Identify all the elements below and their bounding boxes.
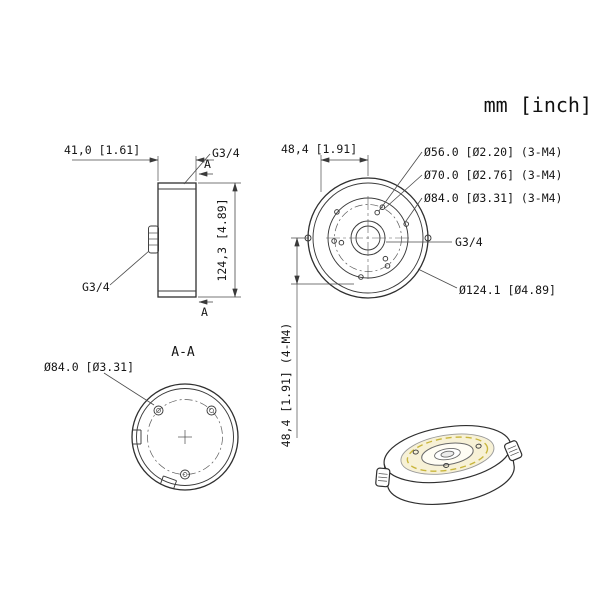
side-width-dimension: 41,0 [1.61]	[64, 143, 214, 181]
side-height-dimension: 124,3 [4.89]	[198, 182, 241, 298]
iso-center-hole	[440, 450, 455, 458]
section-outer-circle	[131, 383, 239, 491]
side-thread-side-label: G3/4	[82, 280, 110, 294]
front-left-dimension: 48,4 [1.91] (4-M4)	[279, 237, 354, 448]
section-view: A-A Ø84.0 [Ø3.3	[44, 345, 239, 491]
iso-highlight-dashed-circle	[406, 436, 489, 472]
section-cut-arrows: A A	[198, 157, 213, 319]
side-thread-top: G3/4	[183, 146, 240, 185]
section-bolt-circle	[147, 399, 223, 475]
section-m4-holes	[153, 405, 217, 480]
iso-plug-left	[375, 467, 391, 488]
section-bolt-circle-callout: Ø84.0 [Ø3.31]	[44, 360, 155, 406]
section-letter-bottom: A	[201, 305, 208, 319]
front-top-dim-text: 48,4 [1.91]	[281, 142, 357, 156]
section-center-mark	[178, 430, 192, 444]
section-bolt-circle-text: Ø84.0 [Ø3.31]	[44, 360, 134, 374]
rim-screw-right	[424, 234, 432, 242]
front-outer-diameter-callout: Ø124.1 [Ø4.89]	[417, 268, 556, 297]
side-view: 41,0 [1.61] A A G3/4 G3/4 124,3 [4.89]	[64, 143, 241, 319]
front-bolt-circle-callouts: Ø56.0 [Ø2.20] (3-M4) Ø70.0 [Ø2.76] (3-M4…	[378, 145, 562, 223]
front-left-dim-text: 48,4 [1.91] (4-M4)	[279, 323, 293, 448]
side-view-body	[157, 182, 197, 298]
bolt-circle-label-3: Ø84.0 [Ø3.31] (3-M4)	[424, 191, 562, 205]
front-thread-callout: G3/4	[386, 235, 483, 249]
side-height-dim-text: 124,3 [4.89]	[215, 198, 229, 281]
section-notch-left	[132, 429, 142, 445]
iso-plug-right	[504, 440, 523, 462]
isometric-view	[375, 425, 523, 505]
iso-plate-screws	[412, 443, 482, 468]
front-thread-label: G3/4	[455, 235, 483, 249]
front-outer-dia-text: Ø124.1 [Ø4.89]	[459, 283, 556, 297]
front-view: 48,4 [1.91] Ø56.0 [Ø2.20] (3-M4) Ø70.0 […	[279, 142, 562, 447]
bolt-circle-label-2: Ø70.0 [Ø2.76] (3-M4)	[424, 168, 562, 182]
section-notch-bottom	[160, 475, 177, 489]
section-letter-top: A	[204, 157, 211, 171]
bolt-circle-label-1: Ø56.0 [Ø2.20] (3-M4)	[424, 145, 562, 159]
front-top-dimension: 48,4 [1.91]	[281, 142, 369, 192]
section-title: A-A	[171, 345, 195, 360]
side-conduit-plug	[148, 225, 159, 254]
side-width-dim-text: 41,0 [1.61]	[64, 143, 140, 157]
units-label: mm [inch]	[484, 93, 592, 117]
front-m4-holes	[331, 204, 409, 280]
side-thread-top-label: G3/4	[212, 146, 240, 160]
side-thread-side: G3/4	[82, 250, 150, 294]
